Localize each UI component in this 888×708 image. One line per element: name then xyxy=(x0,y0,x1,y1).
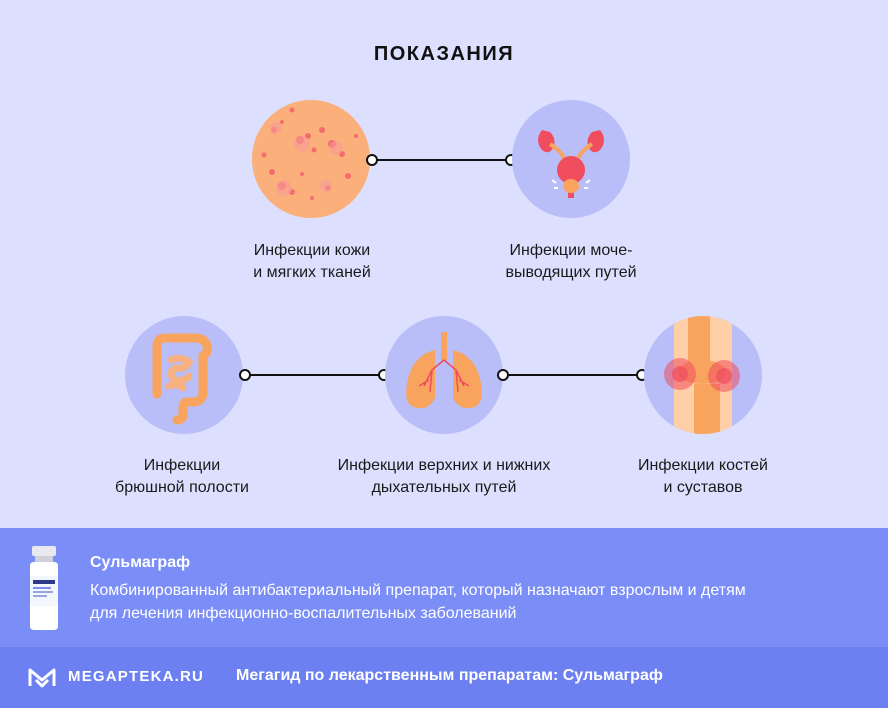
connector-dot xyxy=(497,369,509,381)
page-title: ПОКАЗАНИЯ xyxy=(373,43,515,65)
label-line: выводящих путей xyxy=(505,264,637,281)
indication-label-respiratory: Инфекции верхних и нижних дыхательных пу… xyxy=(311,455,577,499)
connector-dot xyxy=(239,369,251,381)
drug-info-band xyxy=(0,528,888,647)
connector-line xyxy=(503,374,642,376)
label-line: дыхательных путей xyxy=(371,479,517,496)
intestine-icon xyxy=(125,316,243,434)
connector-line xyxy=(245,374,384,376)
label-line: Инфекции кожи xyxy=(253,242,371,259)
logo-text[interactable]: MEGAPTEKA.RU xyxy=(68,668,205,685)
label-line: брюшной полости xyxy=(115,479,249,496)
label-line: Инфекции костей xyxy=(638,457,768,474)
megapteka-logo-icon xyxy=(28,668,56,688)
description-line: Комбинированный антибактериальный препар… xyxy=(90,582,746,599)
label-line: Инфекции xyxy=(143,457,221,474)
label-line: Инфекции верхних и нижних xyxy=(337,457,551,474)
indication-label-abdominal: Инфекции брюшной полости xyxy=(62,455,302,499)
joint-icon xyxy=(644,316,762,434)
indication-label-skin: Инфекции кожи и мягких тканей xyxy=(192,240,432,284)
connector-line xyxy=(372,159,511,161)
footer-caption: Мегагид по лекарственным препаратам: Сул… xyxy=(236,667,663,684)
drug-name: Сульмаграф xyxy=(90,554,191,571)
drug-description: Комбинированный антибактериальный препар… xyxy=(90,579,870,625)
indication-label-bones: Инфекции костей и суставов xyxy=(583,455,823,499)
connector-dot xyxy=(366,154,378,166)
label-line: и суставов xyxy=(663,479,743,496)
vial-image xyxy=(30,546,58,630)
lungs-icon xyxy=(385,316,503,434)
footer-band xyxy=(0,647,888,708)
indication-label-urinary: Инфекции моче- выводящих путей xyxy=(451,240,691,284)
urinary-icon xyxy=(512,100,630,218)
skin-icon xyxy=(252,100,370,218)
description-line: для лечения инфекционно-воспалительных з… xyxy=(90,605,517,622)
label-line: Инфекции моче- xyxy=(509,242,633,259)
label-line: и мягких тканей xyxy=(253,264,371,281)
